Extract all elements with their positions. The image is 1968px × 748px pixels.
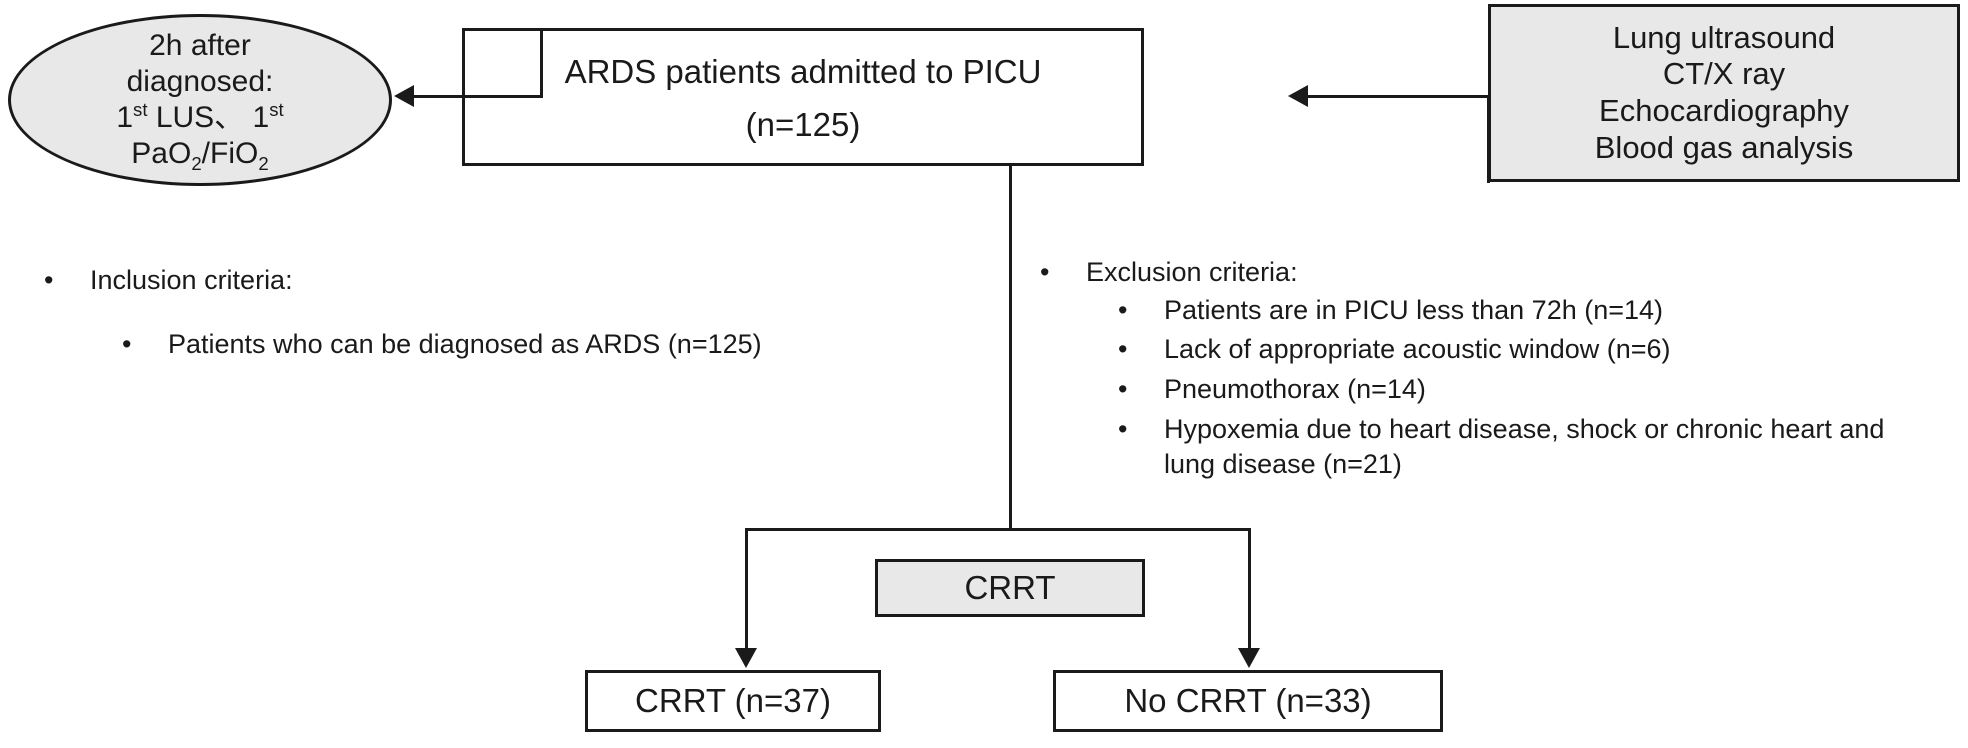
exclusion-item: • Patients are in PICU less than 72h (n=…: [1118, 293, 1940, 329]
timepoint-ellipse: 2h after diagnosed: 1st LUS、 1st PaO2/Fi…: [8, 14, 392, 186]
exclusion-item-text: Patients are in PICU less than 72h (n=14…: [1164, 294, 1664, 325]
connector-branch-horizontal: [745, 528, 1251, 531]
connector-modalities-left-stub: [1487, 95, 1490, 183]
outcome-crrt-label: CRRT (n=37): [635, 681, 831, 719]
exclusion-item: • Lack of appropriate acoustic window (n…: [1118, 332, 1940, 368]
exclusion-heading-row: • Exclusion criteria:: [1040, 255, 1940, 291]
inclusion-heading: Inclusion criteria:: [90, 265, 293, 295]
outcome-box-crrt: CRRT (n=37): [585, 670, 881, 732]
bullet-icon: •: [1040, 257, 1050, 287]
inclusion-criteria: • Inclusion criteria: • Patients who can…: [44, 263, 844, 364]
bullet-icon: •: [1118, 373, 1128, 404]
connector-drop-right: [1248, 528, 1251, 650]
outcome-no-crrt-label: No CRRT (n=33): [1124, 681, 1372, 719]
bullet-icon: •: [1118, 294, 1128, 325]
arrowhead-to-ellipse-icon: [394, 85, 414, 107]
bullet-icon: •: [1118, 334, 1128, 365]
exclusion-item-text: Lack of appropriate acoustic window (n=6…: [1164, 334, 1671, 365]
group-label-box: CRRT: [875, 559, 1145, 617]
connector-modalities-to-population: [1304, 95, 1490, 98]
modality-ct-xray: CT/X ray: [1662, 56, 1786, 92]
arrowhead-to-crrt-icon: [735, 648, 757, 668]
timepoint-line-2: diagnosed:: [126, 65, 274, 98]
bullet-icon: •: [44, 265, 54, 295]
inclusion-item-text: Patients who can be diagnosed as ARDS (n…: [168, 328, 762, 359]
modality-echocardiography: Echocardiography: [1599, 93, 1849, 128]
population-box: ARDS patients admitted to PICU (n=125): [462, 28, 1144, 166]
arrowhead-to-population-icon: [1288, 85, 1308, 107]
exclusion-criteria: • Exclusion criteria: • Patients are in …: [1040, 255, 1940, 487]
exclusion-item-text: Hypoxemia due to heart disease, shock or…: [1164, 413, 1885, 480]
population-count: (n=125): [745, 106, 861, 144]
connector-trunk: [1009, 166, 1012, 530]
connector-drop-left: [745, 528, 748, 650]
bullet-icon: •: [122, 328, 132, 359]
population-title: ARDS patients admitted to PICU: [564, 53, 1042, 90]
inclusion-heading-row: • Inclusion criteria:: [44, 263, 844, 299]
timepoint-line-4: PaO2/FiO2: [131, 137, 269, 174]
bullet-icon: •: [1118, 413, 1128, 444]
exclusion-item: • Hypoxemia due to heart disease, shock …: [1118, 412, 1940, 483]
timepoint-line-3: 1st LUS、 1st: [116, 99, 284, 134]
modality-lung-ultrasound: Lung ultrasound: [1612, 19, 1836, 55]
outcome-box-no-crrt: No CRRT (n=33): [1053, 670, 1443, 732]
arrowhead-to-no-crrt-icon: [1238, 648, 1260, 668]
connector-population-to-ellipse: [413, 95, 543, 98]
connector-population-left-stub: [540, 31, 543, 97]
exclusion-item-text: Pneumothorax (n=14): [1164, 373, 1426, 404]
exclusion-heading: Exclusion criteria:: [1086, 257, 1298, 287]
group-label-text: CRRT: [964, 568, 1056, 606]
exclusion-item: • Pneumothorax (n=14): [1118, 372, 1940, 408]
timepoint-line-1: 2h after: [149, 29, 251, 62]
modalities-box: Lung ultrasound CT/X ray Echocardiograph…: [1488, 4, 1960, 182]
modality-blood-gas: Blood gas analysis: [1594, 129, 1854, 165]
inclusion-item: • Patients who can be diagnosed as ARDS …: [122, 327, 844, 363]
